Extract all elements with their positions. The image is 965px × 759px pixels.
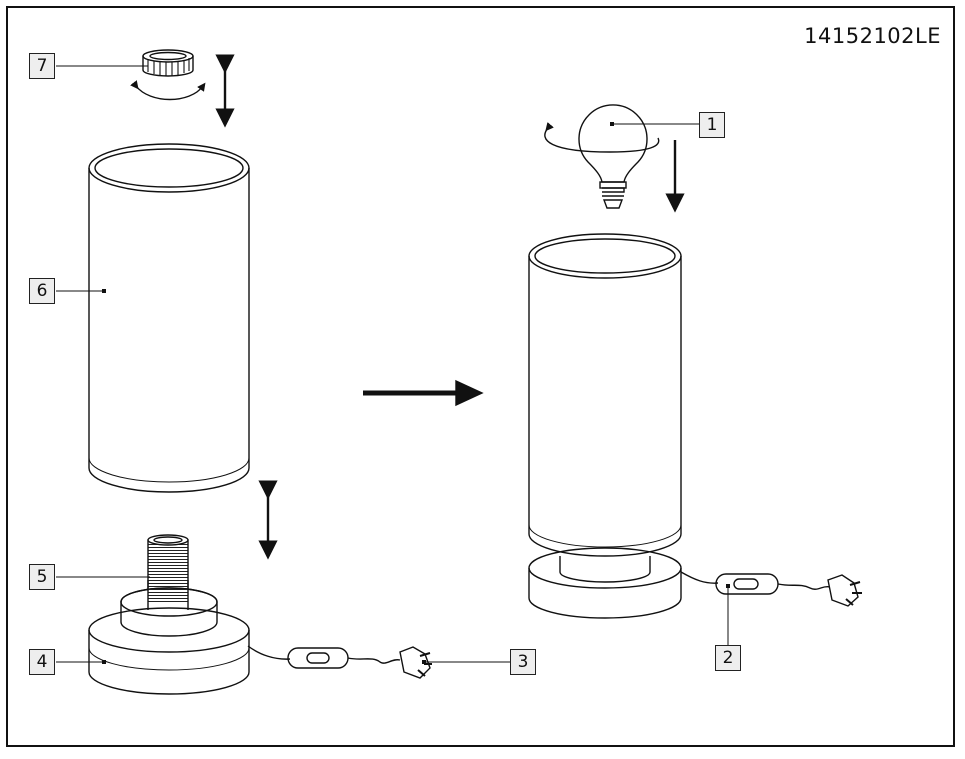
step-arrow	[363, 379, 484, 407]
rotate-arrow-bulb	[544, 122, 660, 153]
label-lamp-holder: 5	[29, 564, 55, 590]
diagram-frame	[6, 6, 955, 747]
label-base: 4	[29, 649, 55, 675]
base-right	[528, 547, 682, 619]
ring-nut	[142, 49, 194, 77]
product-code: 14152102LE	[804, 24, 941, 48]
plug-right	[827, 574, 862, 607]
switch-right	[715, 573, 779, 595]
label-bulb: 1	[699, 112, 725, 138]
bulb	[578, 104, 648, 209]
leader-lines	[56, 65, 729, 663]
switch-left	[287, 647, 349, 669]
label-plug: 3	[510, 649, 536, 675]
cord-left-2	[347, 657, 401, 664]
shade-right	[528, 233, 682, 557]
base-left	[88, 580, 250, 695]
label-ring-nut: 7	[29, 53, 55, 79]
cord-right-1	[680, 571, 719, 584]
cord-right-2	[777, 583, 831, 590]
cord-left-1	[247, 645, 291, 660]
rotate-arrow-ring	[130, 80, 206, 101]
label-switch: 2	[715, 645, 741, 671]
label-shade: 6	[29, 278, 55, 304]
leader-dots	[102, 122, 730, 664]
shade-left	[88, 143, 250, 493]
